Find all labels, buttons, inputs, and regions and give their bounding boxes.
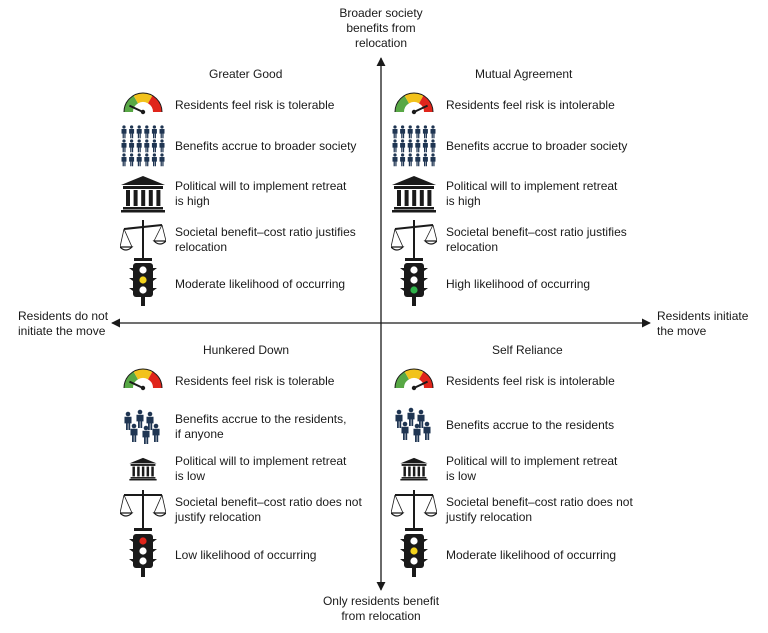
row-text-line: Residents feel risk is tolerable [175, 97, 335, 112]
quadrant-title-mutual-agreement: Mutual Agreement [475, 67, 573, 81]
risk-gauge-icon [391, 82, 437, 128]
mutual-agreement-row-1: Residents feel risk is intolerable [391, 82, 615, 128]
row-text-line: High likelihood of occurring [446, 276, 591, 291]
row-text: Residents feel risk is intolerable [446, 98, 615, 113]
quadrant-title-hunkered-down: Hunkered Down [203, 343, 290, 357]
row-text-line: Societal benefit–cost ratio justifies [175, 225, 356, 239]
row-text-line: justify relocation [175, 510, 262, 524]
row-text: Benefits accrue to the residents [446, 418, 614, 433]
row-text: Moderate likelihood of occurring [175, 277, 345, 292]
row-text-line: Residents feel risk is tolerable [175, 373, 335, 388]
row-text-line: Low likelihood of occurring [175, 547, 317, 562]
row-text: High likelihood of occurring [446, 277, 590, 292]
axis-label-bottom: Only residents benefit from relocation [322, 594, 440, 623]
traffic-light-icon [391, 261, 437, 307]
row-text-line: Political will to implement retreat [175, 454, 347, 468]
self-reliance-row-2: Benefits accrue to the residents [391, 402, 614, 448]
crowd-icon [120, 123, 166, 169]
row-text-line: Political will to implement retreat [446, 179, 618, 193]
mutual-agreement-row-2: Benefits accrue to broader society [391, 123, 627, 169]
balance-scale-icon [120, 217, 166, 263]
row-text-line: Benefits accrue to broader society [175, 138, 357, 153]
self-reliance-row-1: Residents feel risk is intolerable [391, 358, 615, 404]
row-text-line: Moderate likelihood of occurring [175, 276, 346, 291]
traffic-light-icon [391, 532, 437, 578]
row-text: Benefits accrue to broader society [175, 139, 356, 154]
quadrant-title-self-reliance: Self Reliance [492, 343, 563, 357]
greater-good-row-5: Moderate likelihood of occurring [120, 261, 345, 307]
row-text-line: Benefits accrue to the residents [446, 417, 615, 432]
row-text-line: is high [446, 194, 481, 208]
mutual-agreement-row-5: High likelihood of occurring [391, 261, 590, 307]
row-text-line: is low [175, 469, 206, 483]
row-text-line: is high [175, 194, 210, 208]
row-text-line: Benefits accrue to the residents, [175, 412, 347, 426]
balance-scale-icon [120, 487, 166, 533]
row-text: Residents feel risk is intolerable [446, 374, 615, 389]
row-text: Residents feel risk is tolerable [175, 98, 334, 113]
row-text-line: Benefits accrue to broader society [446, 138, 628, 153]
balance-scale-icon [391, 487, 437, 533]
government-building-icon [120, 171, 166, 217]
row-text: Residents feel risk is tolerable [175, 374, 334, 389]
row-text-line: Political will to implement retreat [446, 454, 618, 468]
row-text-line: relocation [175, 240, 228, 254]
government-building-icon [120, 446, 166, 492]
row-text-line: Residents feel risk is intolerable [446, 373, 615, 388]
row-text: Moderate likelihood of occurring [446, 548, 616, 563]
risk-gauge-icon [391, 358, 437, 404]
risk-gauge-icon [120, 358, 166, 404]
residents-icon [391, 402, 437, 448]
row-text-line: Political will to implement retreat [175, 179, 347, 193]
axis-label-left: Residents do not initiate the move [18, 309, 109, 338]
hunkered-down-row-1: Residents feel risk is tolerable [120, 358, 334, 404]
row-text-line: relocation [446, 240, 499, 254]
row-text-line: if anyone [175, 427, 224, 441]
row-text: Low likelihood of occurring [175, 548, 316, 563]
row-text-line: Residents feel risk is intolerable [446, 97, 615, 112]
hunkered-down-row-2: Benefits accrue to the residents,if anyo… [120, 404, 346, 450]
residents-icon [120, 404, 166, 450]
row-text-line: Moderate likelihood of occurring [446, 547, 617, 562]
row-text-line: justify relocation [446, 510, 533, 524]
greater-good-row-2: Benefits accrue to broader society [120, 123, 356, 169]
axis-label-right: Residents initiate the move [657, 309, 749, 338]
row-text: Benefits accrue to the residents,if anyo… [175, 412, 346, 442]
crowd-icon [391, 123, 437, 169]
row-text-line: Societal benefit–cost ratio justifies [446, 225, 627, 239]
hunkered-down-row-5: Low likelihood of occurring [120, 532, 316, 578]
risk-gauge-icon [120, 82, 166, 128]
balance-scale-icon [391, 217, 437, 263]
row-text-line: is low [446, 469, 477, 483]
axis-label-top: Broader society benefits from relocation [339, 6, 423, 50]
traffic-light-icon [120, 532, 166, 578]
greater-good-row-1: Residents feel risk is tolerable [120, 82, 334, 128]
government-building-icon [391, 446, 437, 492]
row-text-line: Societal benefit–cost ratio does not [175, 495, 362, 509]
row-text-line: Societal benefit–cost ratio does not [446, 495, 633, 509]
self-reliance-row-5: Moderate likelihood of occurring [391, 532, 616, 578]
quadrant-title-greater-good: Greater Good [209, 67, 283, 81]
row-text: Benefits accrue to broader society [446, 139, 627, 154]
government-building-icon [391, 171, 437, 217]
traffic-light-icon [120, 261, 166, 307]
